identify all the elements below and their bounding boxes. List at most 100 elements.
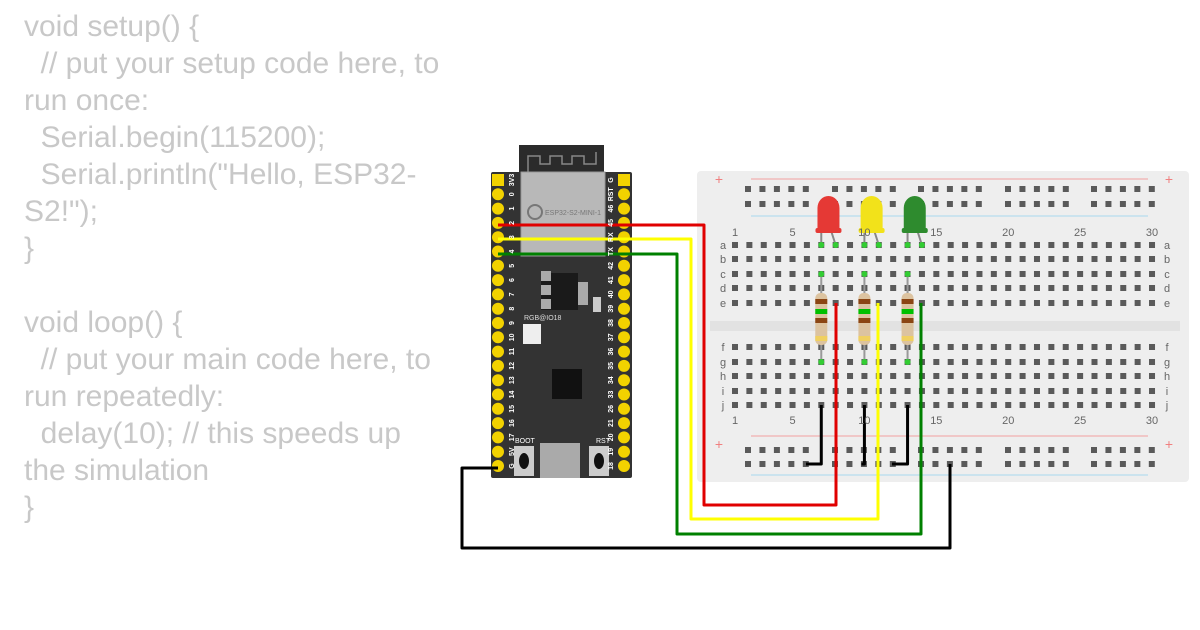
breadboard-hole: [732, 300, 738, 306]
breadboard-hole: [746, 344, 753, 350]
wire-red[interactable]: [498, 223, 838, 507]
breadboard-hole: [732, 373, 738, 379]
row-label: b: [1164, 254, 1170, 266]
breadboard-hole: [861, 256, 868, 262]
smd-component: [593, 297, 601, 312]
breadboard-hole: [760, 256, 767, 262]
rail-hole: [1148, 447, 1155, 453]
wire-black[interactable]: [892, 405, 910, 466]
rail-hole: [946, 201, 953, 207]
breadboard-hole: [1019, 300, 1026, 306]
breadboard-hole: [1105, 402, 1112, 408]
pin-label: RST: [608, 187, 615, 202]
column-label: 5: [789, 227, 795, 239]
rail-hole: [1005, 201, 1011, 207]
breadboard-hole: [746, 359, 753, 365]
breadboard-hole: [775, 271, 782, 277]
rail-hole: [1019, 186, 1026, 192]
row-label: g: [1164, 357, 1170, 369]
breadboard-hole: [1019, 344, 1026, 350]
wire-black[interactable]: [806, 405, 823, 466]
breadboard-hole: [990, 344, 997, 350]
breadboard-hole: [947, 242, 954, 248]
breadboard-hole: [1105, 300, 1112, 306]
wire-green[interactable]: [498, 252, 923, 536]
breadboard-hole: [1048, 285, 1055, 291]
pin-header: [618, 402, 630, 415]
mcu-chip: [552, 369, 582, 399]
rail-hole: [1091, 447, 1097, 453]
breadboard-hole: [976, 242, 983, 248]
rail-hole: [1062, 447, 1069, 453]
breadboard-hole: [947, 344, 954, 350]
breadboard-hole: [760, 271, 767, 277]
pin-header: [492, 359, 504, 372]
breadboard-hole: [1149, 402, 1156, 408]
pin-label: 15: [509, 405, 516, 413]
breadboard-hole: [847, 271, 854, 277]
boot-label: BOOT: [515, 438, 536, 445]
breadboard-hole: [1091, 256, 1098, 262]
pin-label: 17: [509, 433, 516, 441]
pin-header: [618, 245, 630, 258]
breadboard-hole: [746, 373, 753, 379]
breadboard-hole: [1019, 242, 1026, 248]
rail-hole: [773, 186, 780, 192]
code-line: Serial.begin(115200);: [24, 121, 326, 154]
connection-dot: [818, 271, 825, 277]
pin-label: 46: [608, 205, 615, 213]
breadboard-hole: [1120, 271, 1127, 277]
rail-hole: [745, 186, 751, 192]
breadboard-hole: [803, 256, 810, 262]
breadboard-hole: [861, 388, 868, 394]
wire-black[interactable]: [861, 405, 866, 466]
breadboard-hole: [1077, 402, 1084, 408]
pin-label: 11: [509, 348, 516, 356]
breadboard-hole: [803, 388, 810, 394]
breadboard-hole: [933, 256, 940, 262]
pin-label: 39: [608, 305, 615, 313]
breadboard-hole: [962, 373, 969, 379]
rail-hole: [1119, 461, 1126, 467]
breadboard-hole: [976, 344, 983, 350]
rail-hole: [975, 447, 982, 453]
breadboard-hole: [1091, 373, 1098, 379]
pin-header: [618, 460, 630, 472]
breadboard-hole: [1091, 285, 1098, 291]
breadboard-hole: [847, 344, 854, 350]
pin-header: [492, 417, 504, 430]
breadboard-hole: [1077, 300, 1084, 306]
breadboard-hole: [1062, 373, 1069, 379]
breadboard-hole: [962, 388, 969, 394]
breadboard-hole: [890, 242, 897, 248]
column-label: 25: [1074, 415, 1086, 427]
breadboard-hole: [1005, 285, 1012, 291]
breadboard-hole: [918, 285, 925, 291]
led-red: [815, 196, 842, 248]
led-rim: [901, 228, 928, 233]
row-label: f: [1165, 342, 1169, 354]
wire-black-ground[interactable]: [460, 464, 952, 550]
breadboard-hole: [1120, 373, 1127, 379]
breadboard-hole: [1134, 242, 1141, 248]
rail-hole: [802, 447, 809, 453]
breadboard-hole: [1105, 388, 1112, 394]
breadboard-hole: [947, 300, 954, 306]
breadboard-hole: [803, 242, 810, 248]
pin-label: 5V: [509, 447, 516, 456]
plus-sign: +: [1165, 171, 1173, 187]
wire-yellow[interactable]: [498, 237, 880, 521]
breadboard-hole: [1019, 359, 1026, 365]
code-line: Serial.println("Hello, ESP32-S2!");: [24, 158, 417, 228]
code-line: void setup() {: [24, 10, 200, 43]
row-label: g: [720, 357, 726, 369]
breadboard-hole: [890, 344, 897, 350]
breadboard-hole: [1033, 271, 1040, 277]
pin-header: [492, 274, 504, 287]
rail-hole: [759, 461, 766, 467]
breadboard-hole: [1033, 359, 1040, 365]
breadboard-hole: [1005, 402, 1012, 408]
breadboard-hole: [1105, 271, 1112, 277]
breadboard-hole: [746, 402, 753, 408]
